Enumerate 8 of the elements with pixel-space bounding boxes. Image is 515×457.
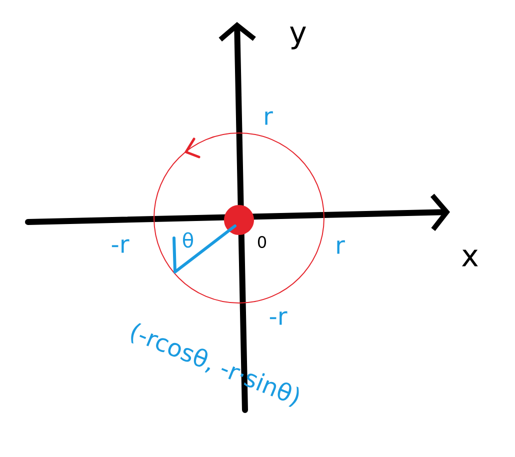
axis-label: x <box>462 250 478 266</box>
axis-label: y <box>290 26 306 50</box>
tick-label: -r <box>270 311 288 325</box>
tick-label: r <box>265 111 273 125</box>
tick-label: r <box>337 240 345 254</box>
origin-label: 0 <box>258 236 266 248</box>
tick-label: -r <box>112 239 130 253</box>
angle-label: θ <box>182 232 194 248</box>
